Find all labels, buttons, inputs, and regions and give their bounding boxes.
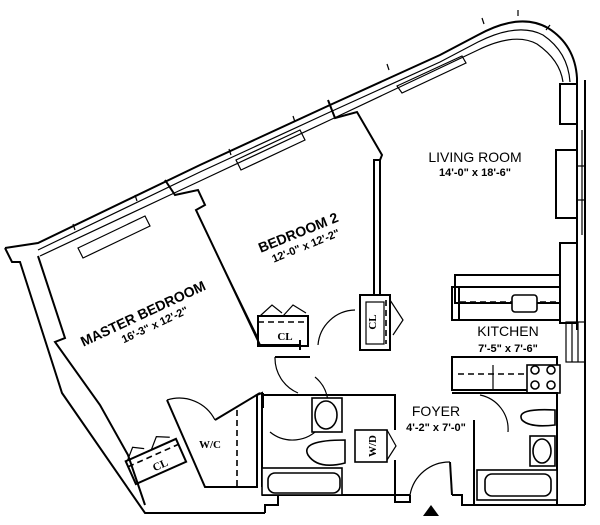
room-bedroom-2: BEDROOM 2 12'-0" x 12'-2"	[256, 209, 342, 265]
room-living: LIVING ROOM 14'-0" x 18'-6"	[428, 149, 521, 179]
closet-label: CL	[277, 331, 292, 343]
washer-dryer-label: W/D	[367, 435, 379, 457]
room-foyer: FOYER 4'-2" x 7'-0"	[406, 403, 466, 434]
room-kitchen: KITCHEN 7'-5" x 7'-6"	[477, 323, 538, 355]
foyer-entrance	[409, 461, 453, 516]
wall-master-bedroom2	[164, 179, 301, 350]
living-closet: CL	[359, 294, 404, 351]
closet-label: CL	[367, 314, 379, 329]
closet-label: CL	[151, 457, 170, 474]
entrance-arrow-icon	[423, 505, 439, 516]
room-dimensions: 4'-2" x 7'-0"	[406, 422, 466, 434]
wall-bedroom2-living	[327, 99, 384, 295]
room-name: LIVING ROOM	[428, 149, 521, 165]
room-name: KITCHEN	[477, 323, 538, 339]
kitchen	[451, 274, 561, 394]
room-dimensions: 7'-5" x 7'-6"	[478, 343, 538, 355]
walk-in-closet-label: W/C	[199, 439, 221, 451]
walk-in-closet: W/C CL	[124, 391, 263, 488]
bathroom-1: W/D	[261, 393, 411, 503]
room-dimensions: 14'-0" x 18'-6"	[439, 167, 511, 179]
room-master-bedroom: MASTER BEDROOM 16'-3" x 12'-2"	[78, 277, 208, 349]
bathroom-2	[452, 392, 558, 505]
exterior-north-wall	[4, 10, 578, 259]
bedroom2-closet: CL	[257, 304, 309, 347]
room-name: FOYER	[412, 403, 460, 419]
